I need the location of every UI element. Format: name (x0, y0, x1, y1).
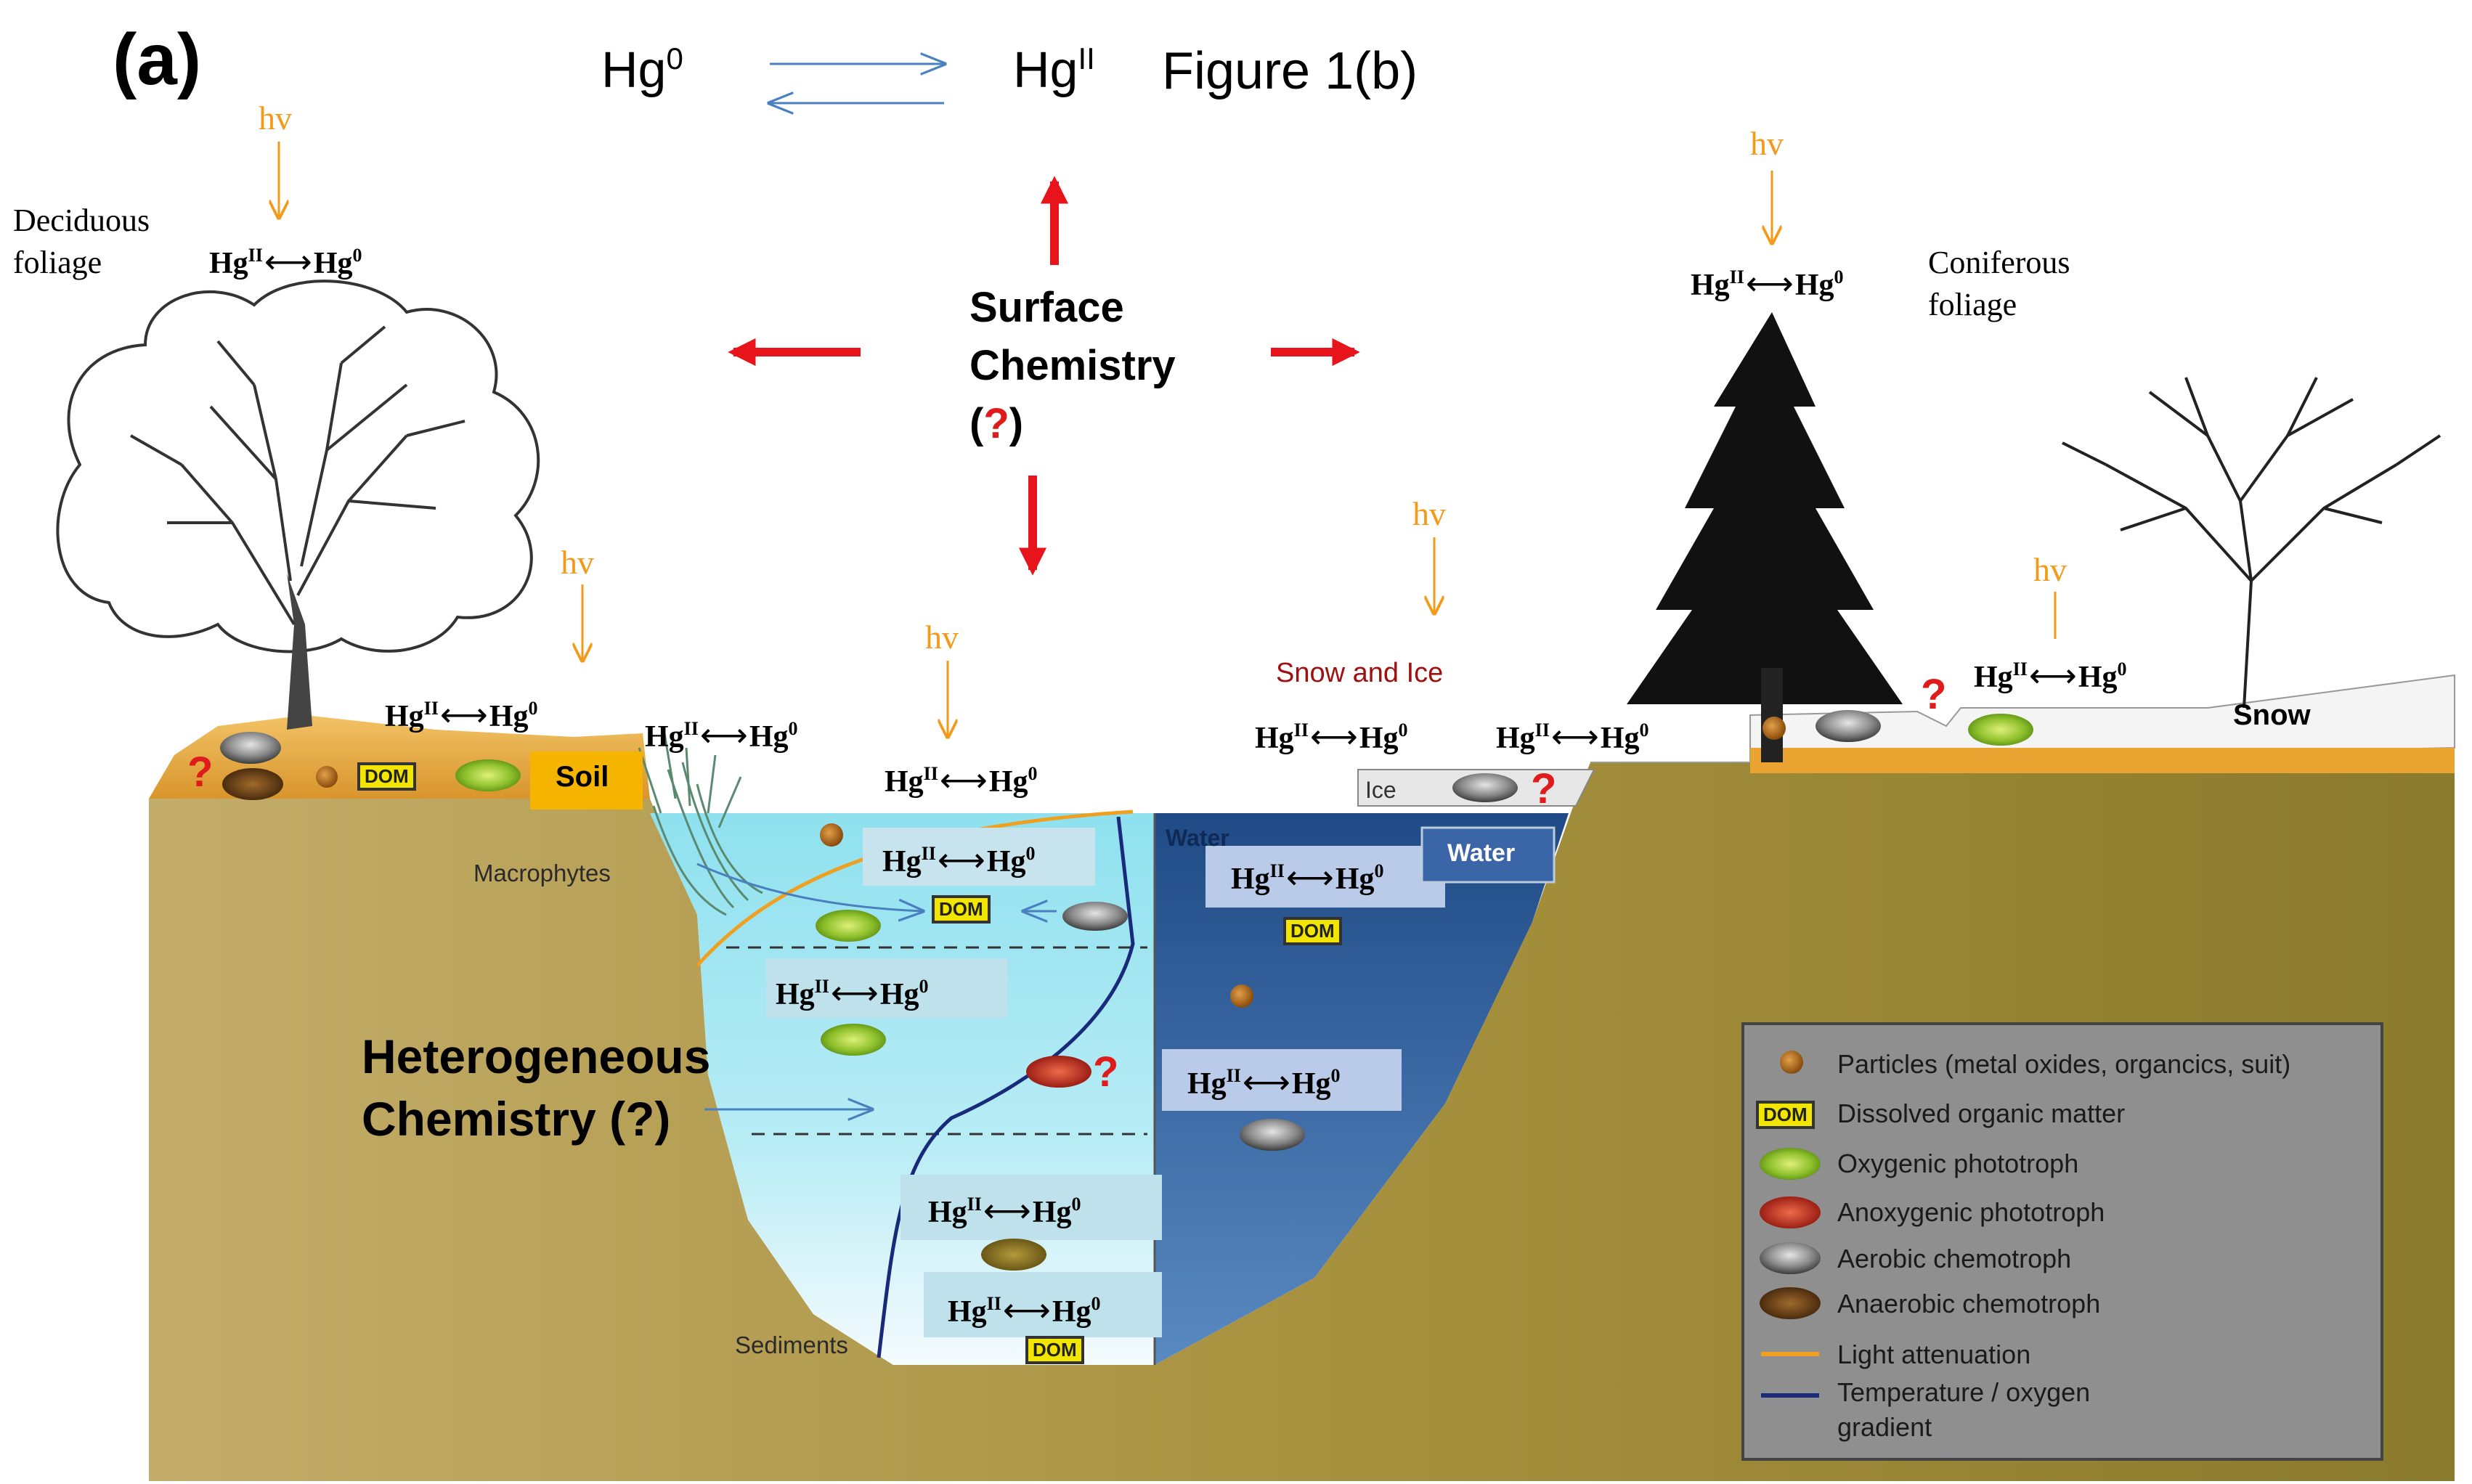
legend-item-light: Light attenuation (1837, 1340, 2031, 1369)
dom-box: DOM (1025, 1336, 1084, 1364)
reaction-right-symbol: Hg (1013, 41, 1078, 98)
hv-label: hv (925, 619, 959, 656)
heterogeneous-line1: Heterogeneous (362, 1030, 711, 1083)
hv-label: hv (1750, 125, 1784, 162)
paren-open: ( (969, 400, 984, 447)
legend-item-dom: Dissolved organic matter (1837, 1098, 2126, 1128)
hv-label: hv (259, 99, 292, 136)
legend-item-anaerobic: Anaerobic chemotroph (1837, 1289, 2101, 1318)
hv-label: hv (2033, 551, 2067, 588)
hv-label: hv (1412, 495, 1446, 532)
hg-equation: HgII⟷Hg0 (885, 762, 1038, 799)
legend-item-aerobic: Aerobic chemotroph (1837, 1244, 2072, 1273)
question-mark: ? (187, 749, 214, 796)
dom-box: DOM (932, 895, 991, 924)
hg-equation: HgII⟷Hg0 (776, 974, 929, 1011)
hg-equation: HgII⟷Hg0 (1691, 265, 1844, 302)
figure-reference: Figure 1(b) (1162, 42, 1418, 100)
hg-equation: HgII⟷Hg0 (882, 841, 1036, 878)
macrophytes-label: Macrophytes (473, 860, 611, 886)
hg-equation: HgII⟷Hg0 (1255, 718, 1408, 755)
hv-label: hv (561, 544, 594, 581)
water-behind-label: Water (1166, 825, 1229, 851)
deciduous-tree (56, 280, 540, 730)
legend-item-gradient: Temperature / oxygen (1837, 1377, 2091, 1407)
surface-chemistry-line1: Surface (969, 284, 1124, 331)
surface-chemistry-line2: Chemistry (969, 342, 1176, 389)
hg-equation: HgII⟷Hg0 (1496, 718, 1649, 755)
legend-item-gradient-2: gradient (1837, 1412, 1932, 1442)
legend-item-particles: Particles (metal oxides, organcics, suit… (1837, 1049, 2291, 1079)
heterogeneous-line2: Chemistry (?) (362, 1092, 671, 1146)
soil-box (530, 751, 643, 810)
coniferous-label-2: foliage (1928, 287, 2017, 322)
water-box (1420, 826, 1556, 884)
snow-label: Snow (2233, 699, 2311, 731)
dom-box: DOM (1283, 917, 1342, 945)
hg-equation: HgII⟷Hg0 (1231, 859, 1384, 896)
deciduous-label-2: foliage (13, 245, 102, 280)
hg-equation: HgII⟷Hg0 (928, 1192, 1081, 1229)
surface-chemistry-line3: (?) (969, 403, 1023, 445)
legend-item-oxygenic: Oxygenic phototroph (1837, 1149, 2079, 1178)
reaction-left-species: Hg0 (601, 41, 683, 98)
reaction-right-species: HgII (1013, 41, 1095, 98)
question-mark: ? (1531, 765, 1557, 812)
question-mark: ? (1093, 1048, 1119, 1096)
reaction-right-sup: II (1078, 41, 1095, 76)
light-attenuation-curve (696, 810, 1134, 967)
deciduous-label-1: Deciduous (13, 203, 150, 238)
coniferous-tree (1627, 312, 1903, 762)
right-soil-strip (1750, 748, 2455, 773)
water-label: Water (1447, 839, 1516, 867)
panel-label: (a) (113, 19, 202, 100)
bare-tree (2062, 377, 2441, 709)
legend-item-anoxygenic: Anoxygenic phototroph (1837, 1197, 2105, 1227)
reaction-left-sup: 0 (666, 41, 683, 76)
hg-equation: HgII⟷Hg0 (1187, 1064, 1341, 1101)
temperature-gradient-curve (877, 816, 1135, 1358)
coniferous-label-1: Coniferous (1928, 245, 2070, 280)
ice-label: Ice (1365, 777, 1396, 803)
legend-dom-icon: DOM (1756, 1101, 1815, 1129)
legend-box (1741, 1022, 2383, 1461)
paren-close: ) (1009, 400, 1024, 447)
soil-label: Soil (556, 761, 609, 793)
macrophytes-plants (638, 733, 763, 916)
reaction-left-symbol: Hg (601, 41, 667, 98)
hg-equation: HgII⟷Hg0 (948, 1292, 1101, 1329)
dom-box: DOM (357, 762, 416, 791)
hg-equation: HgII⟷Hg0 (209, 243, 362, 280)
hg-equation: HgII⟷Hg0 (1974, 657, 2127, 694)
sediments-label: Sediments (735, 1332, 848, 1358)
question-mark: ? (1921, 671, 1947, 718)
hg-equation: HgII⟷Hg0 (645, 717, 798, 754)
snow-and-ice-label: Snow and Ice (1276, 658, 1444, 688)
surface-question-mark: ? (983, 400, 1009, 447)
hg-equation: HgII⟷Hg0 (385, 696, 538, 733)
